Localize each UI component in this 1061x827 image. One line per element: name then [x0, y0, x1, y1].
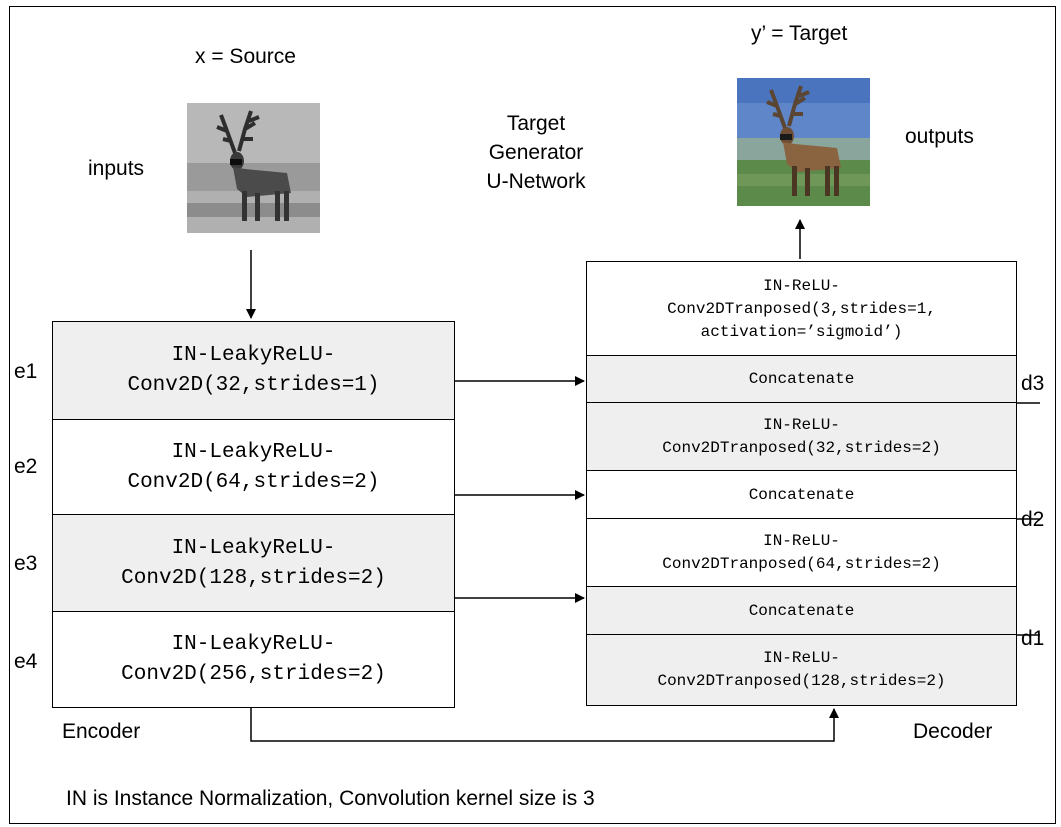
target-image: [737, 78, 870, 206]
decoder-block-d1: IN-ReLU- Conv2DTranposed(128,strides=2): [586, 634, 1017, 706]
decoder-tag-d1: d1: [1021, 627, 1045, 650]
decoder-block-d3-line2: Conv2DTranposed(32,strides=2): [662, 439, 941, 457]
inputs-label: inputs: [88, 157, 145, 180]
source-image: [187, 103, 320, 233]
encoder-block-e1-line2: Conv2D(32,strides=1): [127, 374, 380, 397]
encoder-block-e1-line1: IN-LeakyReLU-: [171, 344, 336, 367]
outputs-label: outputs: [905, 125, 974, 148]
encoder-block-e4: IN-LeakyReLU- Conv2D(256,strides=2): [52, 611, 455, 708]
decoder-block-d3: IN-ReLU- Conv2DTranposed(32,strides=2): [586, 402, 1017, 472]
encoder-tag-e2: e2: [14, 455, 38, 478]
decoder-block-d1-line2: Conv2DTranposed(128,strides=2): [657, 672, 946, 690]
encoder-tag-e4: e4: [14, 650, 38, 673]
center-title: Target Generator U-Network: [468, 109, 604, 196]
encoder-block-e1: IN-LeakyReLU- Conv2D(32,strides=1): [52, 321, 455, 421]
target-label: y’ = Target: [751, 22, 848, 45]
footnote: IN is Instance Normalization, Convolutio…: [66, 787, 595, 810]
encoder-block-e3: IN-LeakyReLU- Conv2D(128,strides=2): [52, 514, 455, 613]
encoder-tag-e3: e3: [14, 552, 38, 575]
source-label: x = Source: [195, 45, 296, 68]
decoder-output-block: IN-ReLU- Conv2DTranposed(3,strides=1, ac…: [586, 261, 1017, 357]
encoder-tag-e1: e1: [14, 360, 38, 383]
concatenate-label-3: Concatenate: [748, 370, 855, 388]
encoder-block-e4-line1: IN-LeakyReLU-: [171, 632, 336, 656]
bottleneck-arrow: [250, 708, 839, 742]
decoder-tag-d3: d3: [1021, 372, 1045, 395]
decoder-block-d2-line2: Conv2DTranposed(64,strides=2): [662, 555, 941, 573]
encoder-label: Encoder: [62, 720, 141, 743]
center-title-line-3: U-Network: [486, 170, 586, 193]
decoder-block-d3-line1: IN-ReLU-: [763, 416, 840, 434]
encoder-block-e4-line2: Conv2D(256,strides=2): [121, 662, 386, 686]
center-title-line-2: Generator: [488, 141, 584, 164]
decoder-label: Decoder: [913, 720, 993, 743]
concatenate-label-1: Concatenate: [748, 601, 855, 620]
decoder-block-d1-line1: IN-ReLU-: [763, 649, 840, 667]
decoder-block-d2-line1: IN-ReLU-: [763, 532, 840, 550]
encoder-block-e2-line1: IN-LeakyReLU-: [171, 440, 336, 464]
encoder-block-e2-line2: Conv2D(64,strides=2): [127, 470, 380, 494]
center-title-line-1: Target: [506, 112, 566, 135]
encoder-block-e3-line2: Conv2D(128,strides=2): [121, 566, 386, 590]
concatenate-block-1: Concatenate: [586, 586, 1017, 636]
decoder-output-line2: Conv2DTranposed(3,strides=1,: [667, 299, 936, 318]
decoder-output-line3: activation=’sigmoid’): [700, 322, 903, 341]
decoder-block-d2: IN-ReLU- Conv2DTranposed(64,strides=2): [586, 518, 1017, 588]
encoder-block-e3-line1: IN-LeakyReLU-: [171, 536, 336, 560]
concatenate-label-2: Concatenate: [748, 485, 855, 504]
decoder-output-line1: IN-ReLU-: [763, 276, 840, 295]
